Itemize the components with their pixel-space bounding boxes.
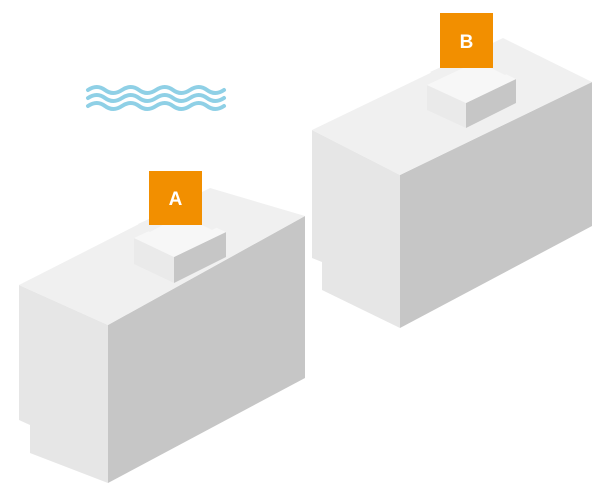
block-b-notch-side <box>466 79 516 128</box>
block-b <box>312 38 592 328</box>
block-b-notch-top <box>427 61 516 103</box>
block-a-notch-side <box>174 232 226 283</box>
block-a-notch <box>134 238 174 283</box>
water-waves-icon <box>86 85 226 111</box>
block-a-right-face <box>108 216 305 483</box>
badge-a: A <box>149 171 202 225</box>
badge-b: B <box>440 13 493 68</box>
badge-a-label: A <box>169 189 183 210</box>
block-a <box>19 188 305 483</box>
badge-b-label: B <box>460 32 474 53</box>
block-a-front-face <box>19 285 108 483</box>
block-b-right-face <box>400 82 592 328</box>
block-b-front-face <box>312 130 400 328</box>
block-b-notch <box>427 85 466 128</box>
